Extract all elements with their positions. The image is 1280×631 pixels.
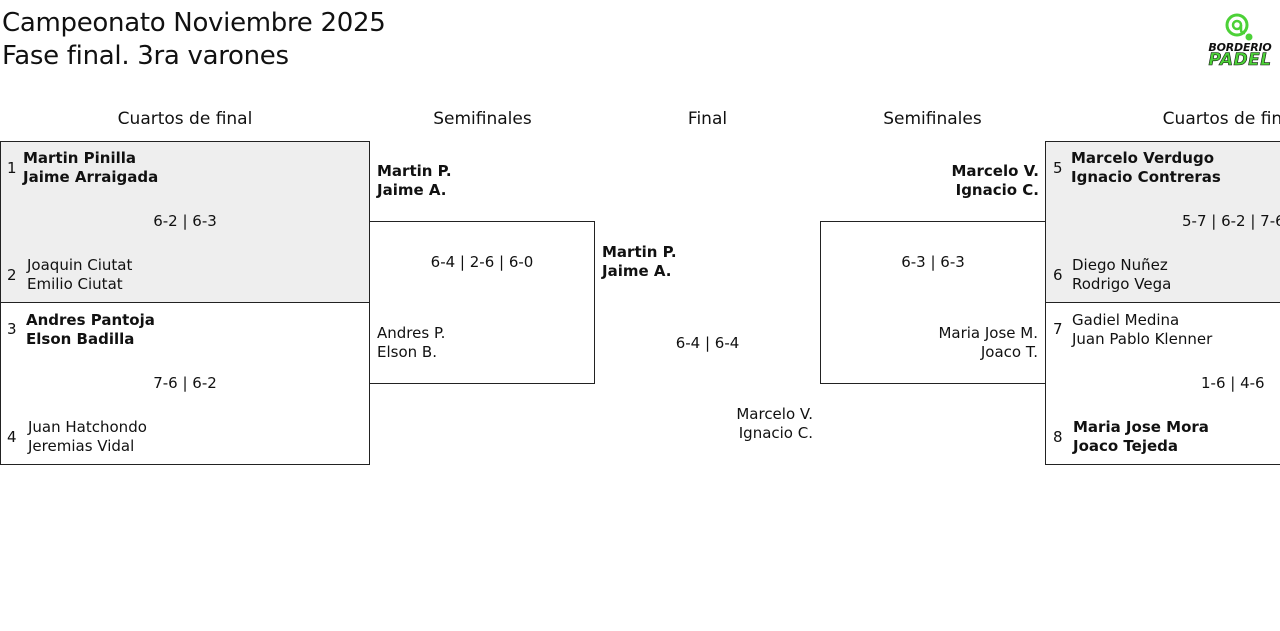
logo-text-bottom: PADEL — [1208, 50, 1272, 71]
page-subtitle: Fase final. 3ra varones — [2, 41, 289, 71]
player-name: Ignacio Contreras — [1071, 168, 1221, 186]
player-name: Juan Pablo Klenner — [1072, 330, 1213, 348]
player-name: Andres P. — [377, 324, 446, 342]
player-name: Martin P. — [377, 162, 452, 180]
round-header-right-semis: Semifinales — [883, 109, 982, 129]
match-box-qf1 — [0, 141, 370, 303]
match-box-sf2 — [820, 221, 1046, 384]
match-score: 6-4 | 2-6 | 6-0 — [430, 253, 534, 271]
player-name: Martin P. — [602, 243, 677, 261]
player-name: Marcelo Verdugo — [1071, 149, 1214, 167]
player-name: Andres Pantoja — [26, 311, 155, 329]
logo-text-top: BORDERIO — [1208, 41, 1272, 54]
player-name: Gadiel Medina — [1072, 311, 1180, 329]
seed-number: 3 — [7, 320, 17, 338]
match-score: 6-4 | 6-4 — [675, 334, 740, 352]
player-name: Diego Nuñez — [1072, 256, 1168, 274]
player-name: Martin Pinilla — [23, 149, 137, 167]
round-header-final: Final — [687, 109, 728, 129]
round-header-left-quarters: Cuartos de final — [117, 109, 253, 129]
match-box-qf4 — [1045, 302, 1280, 465]
match-score: 7-6 | 6-2 — [153, 374, 217, 392]
seed-number: 8 — [1053, 428, 1063, 446]
seed-number: 4 — [7, 428, 17, 446]
player-name: Emilio Ciutat — [27, 275, 123, 293]
player-name: Joaco T. — [980, 343, 1038, 361]
player-name: Jaime A. — [602, 262, 672, 280]
player-name: Maria Jose Mora — [1073, 418, 1209, 436]
player-name: Jaime A. — [377, 181, 447, 199]
seed-number: 7 — [1053, 320, 1063, 338]
player-name: Maria Jose M. — [938, 324, 1038, 342]
player-name: Marcelo V. — [951, 162, 1039, 180]
page-title: Campeonato Noviembre 2025 — [2, 8, 386, 38]
round-header-left-semis: Semifinales — [433, 109, 532, 129]
brand-logo: BORDERIO PADEL — [1198, 12, 1280, 72]
player-name: Jaime Arraigada — [23, 168, 159, 186]
player-name: Rodrigo Vega — [1072, 275, 1172, 293]
seed-number: 5 — [1053, 159, 1063, 177]
seed-number: 6 — [1053, 266, 1063, 284]
match-score: 5-7 | 6-2 | 7-6 — [1182, 212, 1280, 230]
player-name: Elson B. — [377, 343, 437, 361]
player-name: Ignacio C. — [738, 424, 813, 442]
player-name: Marcelo V. — [736, 405, 813, 423]
player-name: Joaco Tejeda — [1073, 437, 1179, 455]
player-name: Ignacio C. — [955, 181, 1039, 199]
player-name: Jeremias Vidal — [28, 437, 135, 455]
player-name: Joaquin Ciutat — [27, 256, 133, 274]
round-header-right-quarters: Cuartos de final — [1162, 109, 1280, 129]
match-score: 6-3 | 6-3 — [901, 253, 965, 271]
match-box-qf3 — [1045, 141, 1280, 303]
seed-number: 1 — [7, 159, 17, 177]
match-score: 1-6 | 4-6 — [1201, 374, 1265, 392]
seed-number: 2 — [7, 266, 17, 284]
player-name: Juan Hatchondo — [28, 418, 147, 436]
match-box-sf1 — [369, 221, 595, 384]
player-name: Elson Badilla — [26, 330, 135, 348]
match-score: 6-2 | 6-3 — [153, 212, 217, 230]
padel-racket-icon — [1225, 13, 1253, 41]
